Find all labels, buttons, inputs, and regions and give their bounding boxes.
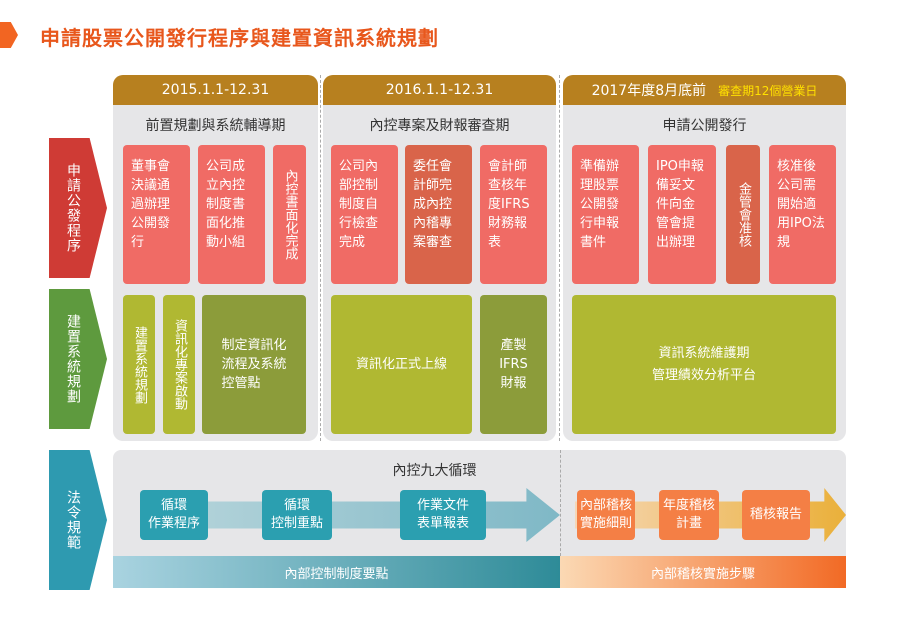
step-box: 準備辦 理股票 公開發 行申報 書件 bbox=[572, 145, 639, 284]
period-header: 2016.1.1-12.31 bbox=[323, 75, 556, 105]
side-label-system: 建置系統規劃 bbox=[49, 289, 107, 429]
step-box: 董事會 決議通 過辦理 公開發 行 bbox=[123, 145, 190, 284]
step-box: 核准後 公司需 開始適 用IPO法 規 bbox=[769, 145, 836, 284]
review-period-note: 審查期12個營業日 bbox=[718, 83, 818, 98]
system-box: 資訊化專案啟動 bbox=[163, 295, 195, 434]
internal-audit-band: 內部稽核實施步驟 bbox=[560, 556, 846, 588]
regulation-panel: 內控九大循環 循環 作業程序 循環 控制重點 作業文件 表單報表 內部稽核 實施… bbox=[113, 450, 846, 588]
step-box: 公司內 部控制 制度自 行檢查 完成 bbox=[331, 145, 398, 284]
phase-panel-2015: 2015.1.1-12.31 前置規劃與系統輔導期 董事會 決議通 過辦理 公開… bbox=[113, 75, 318, 441]
period-header: 2015.1.1-12.31 bbox=[113, 75, 318, 105]
step-box: 公司成 立內控 制度書 面化推 動小組 bbox=[198, 145, 265, 284]
phase-panel-2017: 2017年度8月底前審查期12個營業日 申請公開發行 準備辦 理股票 公開發 行… bbox=[563, 75, 846, 441]
control-box: 循環 控制重點 bbox=[262, 490, 332, 540]
phase-title: 內控專案及財報審查期 bbox=[369, 118, 510, 134]
phase-panel-2016: 2016.1.1-12.31 內控專案及財報審查期 公司內 部控制 制度自 行檢… bbox=[323, 75, 556, 441]
system-box: 產製 IFRS 財報 bbox=[480, 295, 547, 434]
column-divider bbox=[559, 75, 560, 441]
phase-title: 前置規劃與系統輔導期 bbox=[145, 118, 286, 134]
step-box: 金管會准核 bbox=[726, 145, 760, 284]
section-divider bbox=[560, 450, 561, 556]
side-label-regulation: 法令規範 bbox=[49, 450, 107, 590]
control-box: 作業文件 表單報表 bbox=[400, 490, 486, 540]
title-arrow-icon bbox=[0, 22, 18, 48]
system-box: 資訊系統維護期 管理績效分析平台 bbox=[572, 295, 836, 434]
period-header: 2017年度8月底前審查期12個營業日 bbox=[563, 75, 846, 105]
step-box: 會計師 查核年 度IFRS 財務報 表 bbox=[480, 145, 547, 284]
regulation-title: 內控九大循環 bbox=[392, 463, 477, 479]
step-box: 委任會 計師完 成內控 內稽專 案審查 bbox=[405, 145, 472, 284]
audit-box: 內部稽核 實施細則 bbox=[577, 490, 635, 540]
audit-box: 稽核報告 bbox=[742, 490, 810, 540]
step-box: 內控書面化完成 bbox=[273, 145, 306, 284]
audit-box: 年度稽核 計畫 bbox=[659, 490, 719, 540]
system-box: 資訊化正式上線 bbox=[331, 295, 472, 434]
side-label-application: 申請公發程序 bbox=[49, 138, 107, 278]
page-title: 申請股票公開發行程序與建置資訊系統規劃 bbox=[40, 26, 439, 50]
phase-title: 申請公開發行 bbox=[662, 118, 747, 134]
system-box: 建置系統規劃 bbox=[123, 295, 155, 434]
column-divider bbox=[320, 75, 321, 441]
internal-control-band: 內部控制制度要點 bbox=[113, 556, 560, 588]
control-box: 循環 作業程序 bbox=[140, 490, 208, 540]
system-box: 制定資訊化 流程及系統 控管點 bbox=[202, 295, 306, 434]
step-box: IPO申報 備妥文 件向金 管會提 出辦理 bbox=[648, 145, 716, 284]
